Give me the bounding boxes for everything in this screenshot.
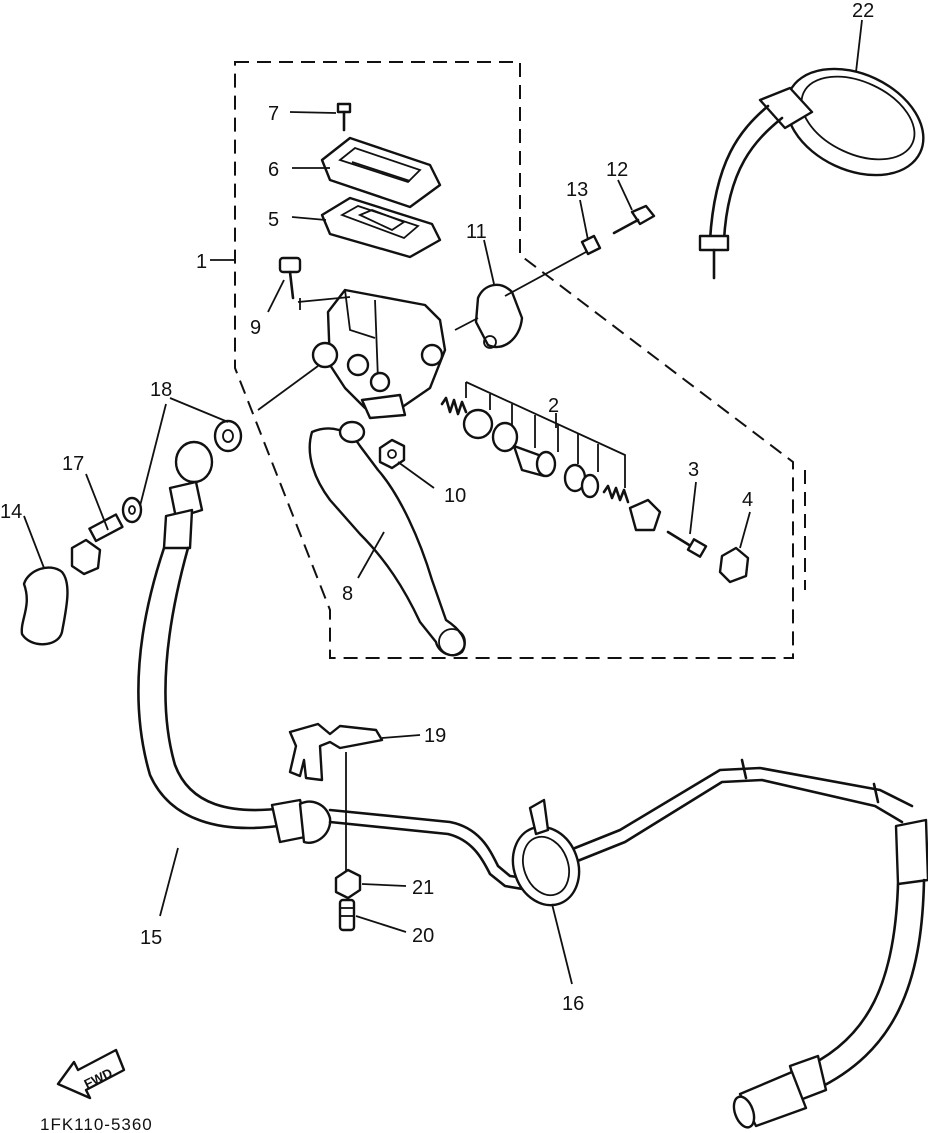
clamp-holder	[474, 283, 524, 349]
callout-6: 6	[268, 159, 279, 181]
brake-pipe	[328, 758, 914, 894]
callout-4: 4	[742, 489, 753, 511]
callout-5: 5	[268, 209, 279, 231]
mirror	[698, 67, 925, 280]
lever-nut	[378, 438, 406, 470]
master-cylinder	[311, 288, 447, 420]
diaphragm	[320, 196, 442, 259]
callout-11: 11	[466, 221, 487, 243]
piston-kit	[440, 381, 662, 532]
callout-13: 13	[566, 179, 588, 201]
switch-cover	[718, 546, 750, 584]
callout-10: 10	[444, 485, 466, 507]
callout-2: 2	[548, 395, 559, 417]
callout-12: 12	[606, 159, 628, 181]
callout-18: 18	[150, 379, 172, 401]
callout-19: 19	[424, 725, 446, 747]
callout-22: 22	[852, 0, 874, 22]
brake-hose	[137, 440, 332, 844]
callout-20: 20	[412, 925, 434, 947]
reservoir-screw	[336, 102, 352, 132]
callout-16: 16	[562, 993, 584, 1015]
callout-17: 17	[62, 453, 84, 475]
drawing-code: 1FK110-5360	[40, 1115, 153, 1133]
bracket-nut	[334, 868, 362, 900]
caliper-hose	[732, 818, 928, 1129]
washer-13	[580, 234, 602, 256]
callout-21: 21	[412, 877, 434, 899]
callout-9: 9	[250, 317, 261, 339]
union-bolt	[70, 513, 124, 576]
union-cap	[20, 566, 69, 646]
reservoir-cap	[320, 136, 442, 209]
callout-15: 15	[140, 927, 162, 949]
forward-arrow-icon: FWD	[56, 1048, 126, 1100]
mirror-bolt	[612, 204, 656, 235]
callout-1: 1	[196, 251, 207, 273]
union-washer-upper	[213, 419, 243, 453]
clamp-bolt	[278, 256, 302, 300]
hose-bracket	[288, 722, 384, 782]
callout-8: 8	[342, 583, 353, 605]
brake-lever	[308, 420, 466, 657]
brake-switch	[666, 530, 708, 558]
callout-7: 7	[268, 103, 279, 125]
union-washer-lower	[121, 496, 143, 524]
bracket-bolt	[338, 898, 356, 932]
callout-3: 3	[688, 459, 699, 481]
callout-14: 14	[0, 501, 22, 523]
assembly-boundary	[234, 61, 794, 659]
pipe-clamp	[511, 798, 581, 907]
